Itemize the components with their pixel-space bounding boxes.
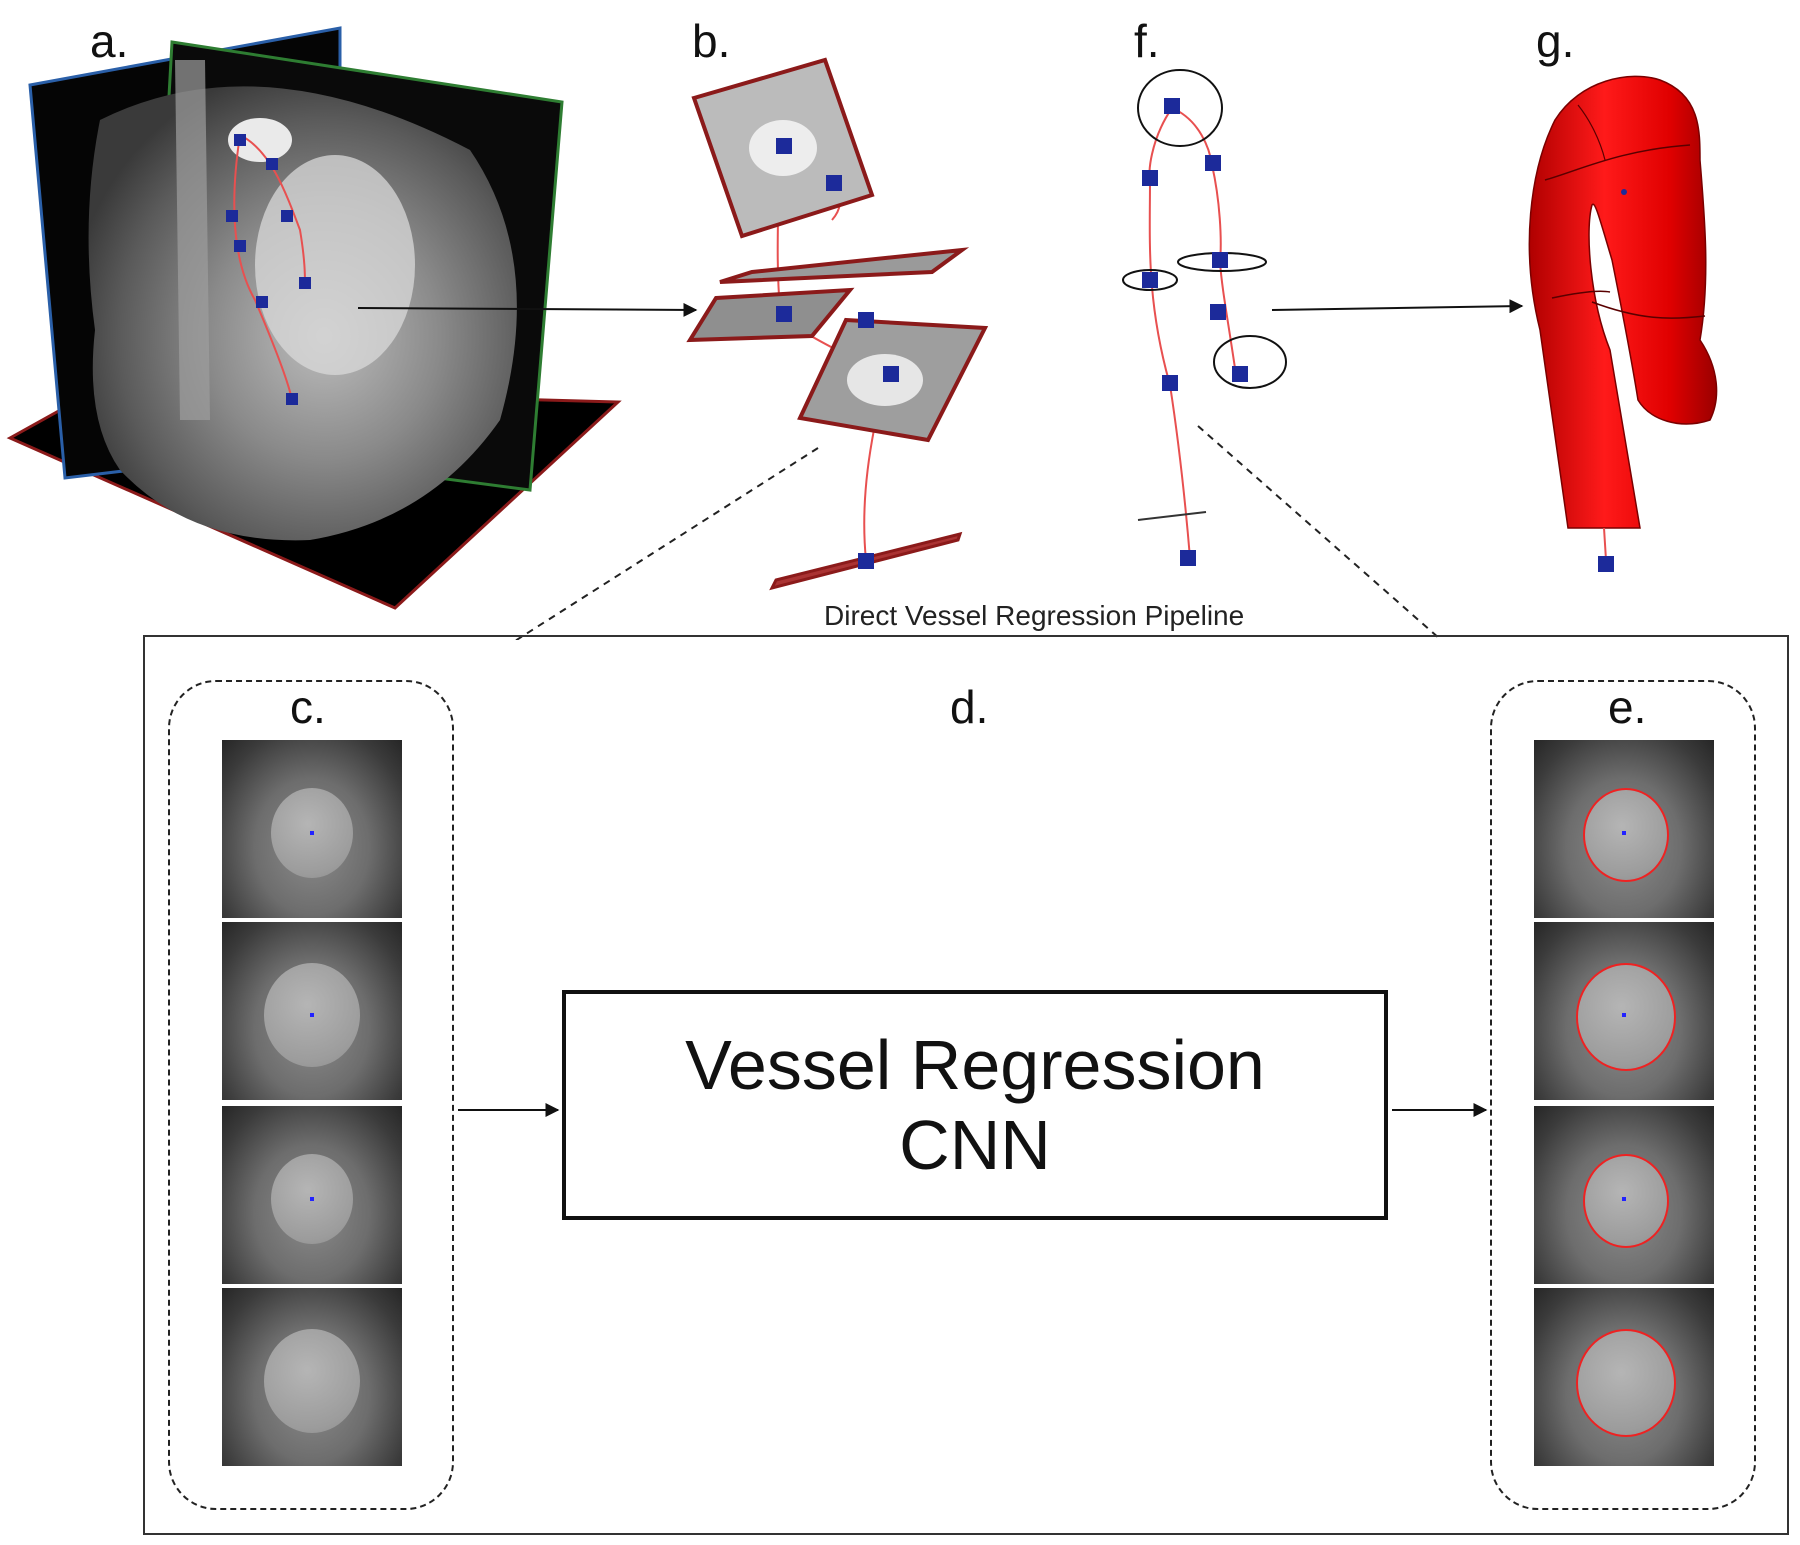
input-slice-1 (222, 740, 402, 918)
arrow-a-to-b (357, 302, 698, 317)
panel-label-e: e. (1608, 681, 1647, 733)
panel-label-a: a. (90, 15, 129, 67)
input-slice-4 (222, 1288, 402, 1466)
panel-label-g: g. (1536, 15, 1575, 67)
oriented-slices (686, 57, 989, 591)
cnn-title-line-2: CNN (899, 1106, 1051, 1184)
output-slice-3 (1534, 1106, 1714, 1284)
panel-label-f: f. (1134, 15, 1160, 67)
pipeline-title: Direct Vessel Regression Pipeline (818, 600, 1251, 632)
output-slice-2 (1534, 922, 1714, 1100)
output-slices-group (1490, 680, 1756, 1510)
pipeline-frame (143, 635, 1789, 1535)
output-slice-1 (1534, 740, 1714, 918)
pipeline-top-row (6, 26, 1718, 640)
vessel-regression-cnn: Vessel Regression CNN (562, 990, 1388, 1220)
cnn-title-line-1: Vessel Regression (685, 1026, 1265, 1104)
panel-label-b: b. (692, 15, 731, 67)
projection-line-f-to-e (1197, 425, 1443, 640)
panel-label-d: d. (950, 681, 989, 733)
projection-line-b-to-c (514, 447, 819, 640)
aorta-surface-model (1528, 75, 1718, 572)
input-slices-group (168, 680, 454, 1510)
ct-volume-planes (6, 26, 622, 610)
output-slice-4 (1534, 1288, 1714, 1466)
centerline-rings (1122, 69, 1287, 566)
panel-label-c: c. (290, 681, 326, 733)
input-slice-2 (222, 922, 402, 1100)
input-slice-3 (222, 1106, 402, 1284)
arrow-f-to-g (1271, 299, 1524, 314)
